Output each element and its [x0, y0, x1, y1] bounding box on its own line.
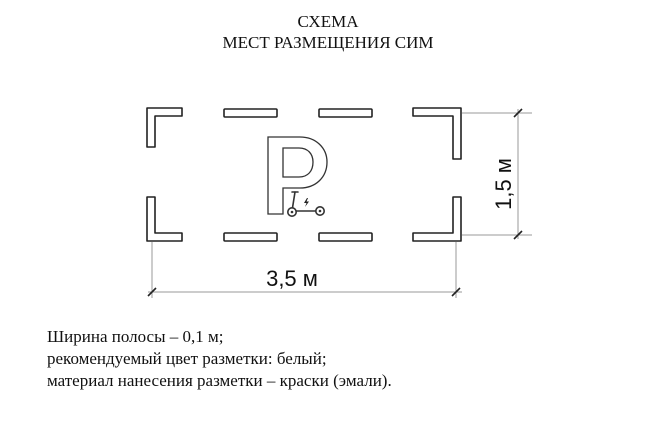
height-dimension: [462, 109, 532, 239]
dash-marking-top-1: [223, 108, 278, 118]
notes-block: Ширина полосы – 0,1 м; рекомендуемый цве…: [47, 326, 392, 392]
corner-marking-top-right: [412, 107, 462, 160]
parking-p-icon: [267, 136, 328, 215]
electric-scooter-icon: [286, 191, 325, 218]
lightning-icon: [304, 198, 309, 207]
corner-marking-top-left: [146, 107, 183, 148]
width-dimension: [148, 242, 462, 298]
diagram-title-line1: СХЕМА: [297, 12, 359, 31]
dash-marking-top-2: [318, 108, 373, 118]
diagram-title-line2: МЕСТ РАЗМЕЩЕНИЯ СИМ: [222, 33, 434, 52]
height-label: 1,5 м: [491, 158, 516, 210]
note-marking-color: рекомендуемый цвет разметки: белый;: [47, 349, 327, 368]
width-label: 3,5 м: [266, 266, 318, 291]
note-stripe-width: Ширина полосы – 0,1 м;: [47, 327, 224, 346]
note-marking-material: материал нанесения разметки – краски (эм…: [47, 371, 392, 390]
corner-marking-bottom-right: [412, 196, 462, 242]
dash-marking-bottom-2: [318, 232, 373, 242]
dash-marking-bottom-1: [223, 232, 278, 242]
corner-marking-bottom-left: [146, 196, 183, 242]
